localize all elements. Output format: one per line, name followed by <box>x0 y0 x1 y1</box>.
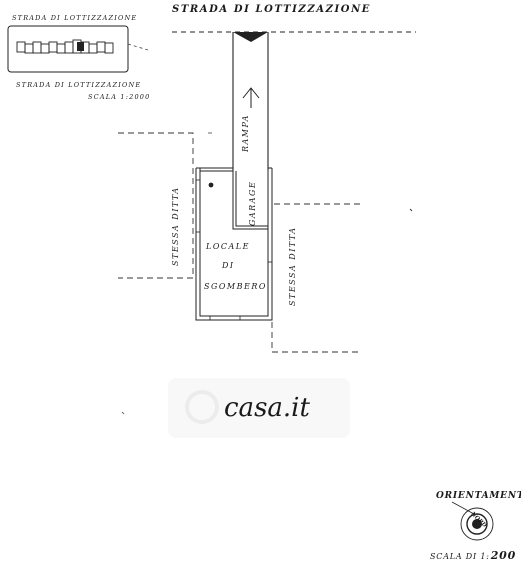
garage-label: GARAGE <box>248 181 257 226</box>
ramp-label: RAMPA <box>241 114 250 153</box>
top-road-label: STRADA DI LOTTIZZAZIONE <box>172 4 371 15</box>
key-plan-highlighted-lot <box>77 42 84 51</box>
key-plan: STRADA DI LOTTIZZAZIONE STRADA DI LOTTIZ… <box>7 14 150 101</box>
room-label-line3: SGOMBERO <box>204 282 267 291</box>
room-label-line1: LOCALE <box>205 242 250 251</box>
key-plan-scale-label: SCALA 1:2000 <box>88 93 150 101</box>
north-compass-icon <box>460 507 494 541</box>
building: GARAGE LOCALE DI SGOMBERO <box>195 167 273 321</box>
watermark-logo-icon <box>185 390 219 424</box>
watermark-text: casa.it <box>224 393 310 423</box>
left-neighbor-label: STESSA DITTA <box>171 186 180 266</box>
lot-boundaries <box>118 132 413 353</box>
ramp-up-arrow <box>242 87 260 108</box>
ramp-entrance-marker <box>233 32 268 42</box>
right-neighbor-label: STESSA DITTA <box>288 226 297 306</box>
scale-prefix: SCALA DI 1:200 <box>430 549 516 561</box>
top-road: STRADA DI LOTTIZZAZIONE <box>172 4 416 33</box>
key-plan-lots <box>16 39 114 54</box>
key-plan-road-bottom-label: STRADA DI LOTTIZZAZIONE <box>16 81 141 89</box>
orientation-title: ORIENTAMENTO <box>436 491 521 501</box>
orientation: ORIENTAMENTO NORD <box>436 491 521 541</box>
scale-note: SCALA DI 1:200 <box>430 549 516 561</box>
room-label-line2: DI <box>221 261 235 270</box>
ramp: RAMPA <box>232 32 269 170</box>
key-plan-frame <box>7 25 129 73</box>
drain-point <box>208 182 214 188</box>
key-plan-road-top-label: STRADA DI LOTTIZZAZIONE <box>12 14 137 22</box>
watermark: casa.it <box>168 378 350 438</box>
scale-value: 200 <box>490 549 516 561</box>
